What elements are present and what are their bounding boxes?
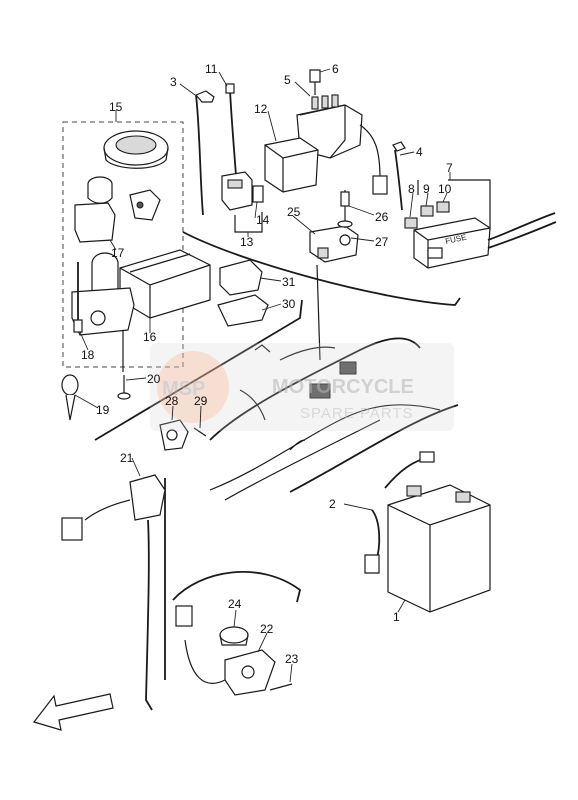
part-20-bolt [117,375,131,400]
part-16-cdi [119,249,211,319]
callout-26: 26 [375,210,389,224]
part-4-tie [392,141,406,211]
part-22-24-horn [175,605,293,696]
callout-18: 18 [81,348,95,362]
callout-5: 5 [284,73,291,87]
callout-6: 6 [332,62,339,76]
callout-25: 25 [287,205,301,219]
part-2-cable [364,451,435,574]
callout-20: 20 [147,372,161,386]
wire-harness [209,337,441,501]
callout-9: 9 [423,182,430,196]
callout-15: 15 [109,100,123,114]
callout-16: 16 [143,330,157,344]
part-28-29 [159,419,207,451]
callout-30: 30 [282,297,296,311]
callout-14: 14 [256,213,270,227]
callout-11: 11 [205,62,218,76]
watermark-logo: MSP [162,378,205,400]
callout-1: 1 [393,610,400,624]
part-12-relay [264,137,319,193]
callout-29: 29 [194,394,208,408]
callout-21: 21 [120,451,134,465]
part-5-starter-relay [296,69,388,195]
watermark-line2: SPARE PARTS [300,405,414,422]
part-17-lock [74,176,161,243]
front-direction-arrow [32,693,114,731]
part-19-key [61,374,79,421]
callout-17: 17 [111,246,125,260]
callout-28: 28 [165,394,179,408]
section-lines [62,121,461,680]
part-3-band [194,90,215,216]
part-21-switch [61,474,166,711]
part-main-switch [71,252,135,336]
callout-7: 7 [446,161,453,175]
callout-4: 4 [416,145,423,159]
part-15-switch [103,130,169,169]
part-13-14-connector [221,171,264,233]
callout-3: 3 [170,75,177,89]
callout-22: 22 [260,622,274,636]
fuse-box-label: FUSE [445,233,468,246]
part-1-battery [387,484,491,613]
watermark: MSP MOTORCYCLE SPARE PARTS [150,343,454,431]
callout-labels: 1 2 3 4 5 6 7 8 9 10 11 12 13 14 15 16 1… [81,62,453,666]
callout-13: 13 [240,235,254,249]
callout-19: 19 [96,403,110,417]
callout-23: 23 [285,652,299,666]
callout-12: 12 [254,102,268,116]
part-7-fuse-box [404,179,557,269]
callout-10: 10 [438,182,452,196]
callout-leaders [74,68,451,683]
watermark-line1: MOTORCYCLE [272,376,414,398]
callout-24: 24 [228,597,242,611]
callout-27: 27 [375,235,389,249]
callout-31: 31 [282,275,296,289]
callout-2: 2 [329,497,336,511]
part-30-31-connectors [217,259,269,327]
callout-8: 8 [408,182,415,196]
part-25-diode [309,190,359,263]
